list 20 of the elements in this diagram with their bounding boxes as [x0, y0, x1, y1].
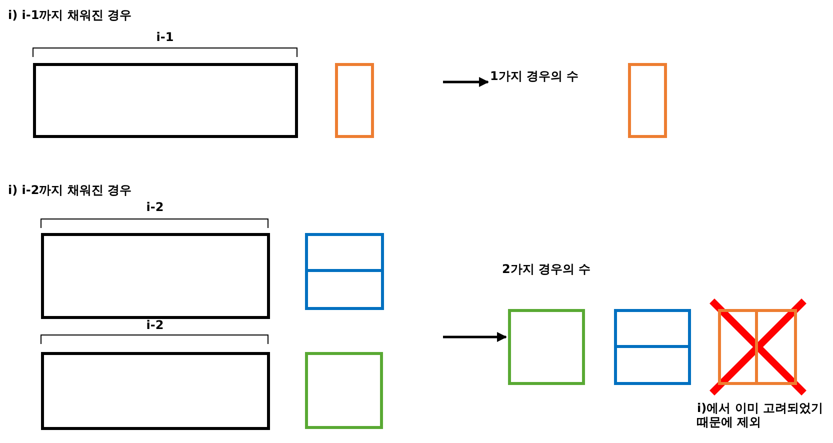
dimension-label: i-2	[145, 200, 165, 214]
note-text: i)에서 이미 고려되었기 때문에 제외	[697, 401, 824, 429]
vertical-tile	[628, 63, 667, 138]
vertical-tiles-square	[718, 309, 797, 385]
filled-area-rect	[33, 63, 298, 138]
square-tile	[305, 352, 383, 429]
result-text: 2가지 경우의 수	[502, 261, 622, 281]
square-tile	[508, 309, 585, 385]
dimension-label: i-1	[155, 30, 175, 44]
heading-text: i) i-1까지 채워진 경우	[8, 7, 132, 24]
dimension-label: i-2	[145, 318, 165, 332]
arrow	[443, 332, 507, 342]
filled-area-rect	[41, 233, 270, 319]
heading-text: i) i-2까지 채워진 경우	[8, 182, 132, 199]
arrow	[443, 77, 489, 87]
result-text: 1가지 경우의 수	[490, 68, 602, 85]
horizontal-tiles-square	[614, 309, 691, 385]
horizontal-tiles-square	[305, 233, 384, 310]
vertical-tile	[335, 63, 374, 138]
filled-area-rect	[41, 352, 270, 430]
